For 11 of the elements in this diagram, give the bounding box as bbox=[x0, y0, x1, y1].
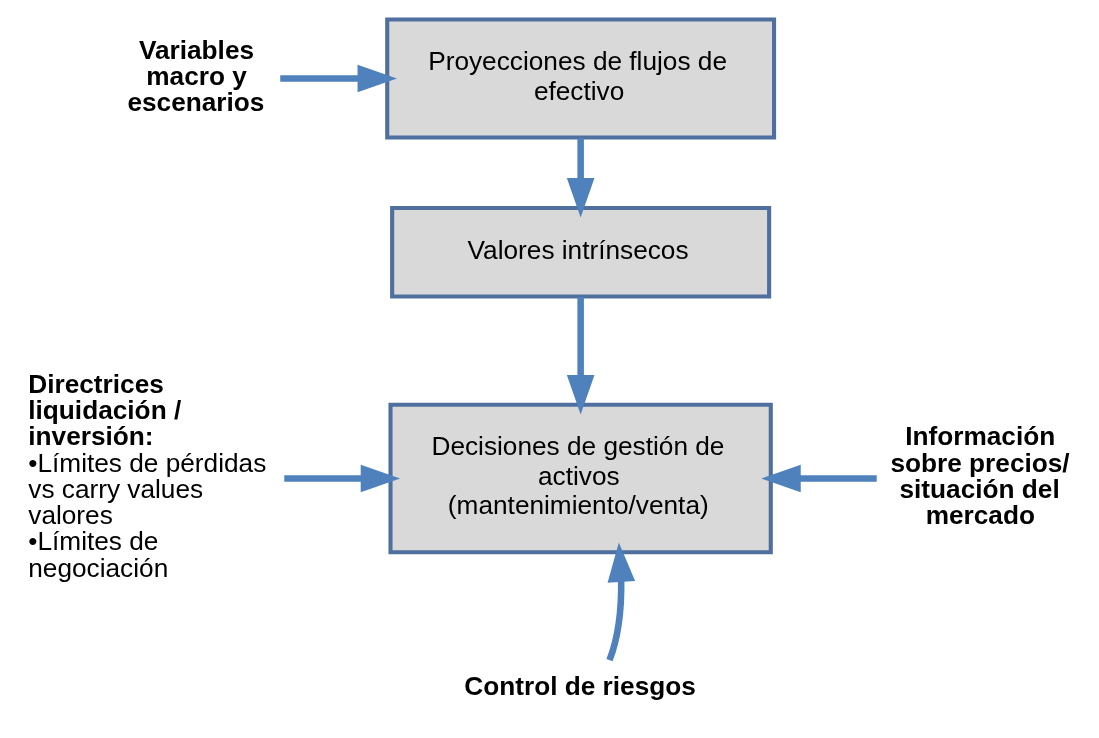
arrow bbox=[566, 296, 595, 415]
node-box: Valores intrínsecos bbox=[390, 205, 772, 299]
node-text: Directrices liquidación / inversión: •Límites de pérdidas vs carry values valores •Límites de negociación bbox=[28, 368, 267, 583]
arrow bbox=[606, 541, 636, 661]
node-text: Control de riesgos bbox=[464, 670, 696, 701]
node-text: Información sobre precios/ situación del mercado bbox=[890, 420, 1070, 530]
node-box: Decisiones de gestión de activos (mantenimiento/venta) bbox=[388, 402, 773, 554]
node-box: Proyecciones de flujos de efectivo bbox=[385, 17, 777, 140]
node-text: Variables macro y escenarios bbox=[127, 34, 265, 117]
arrow bbox=[284, 464, 401, 492]
arrow bbox=[566, 137, 595, 217]
